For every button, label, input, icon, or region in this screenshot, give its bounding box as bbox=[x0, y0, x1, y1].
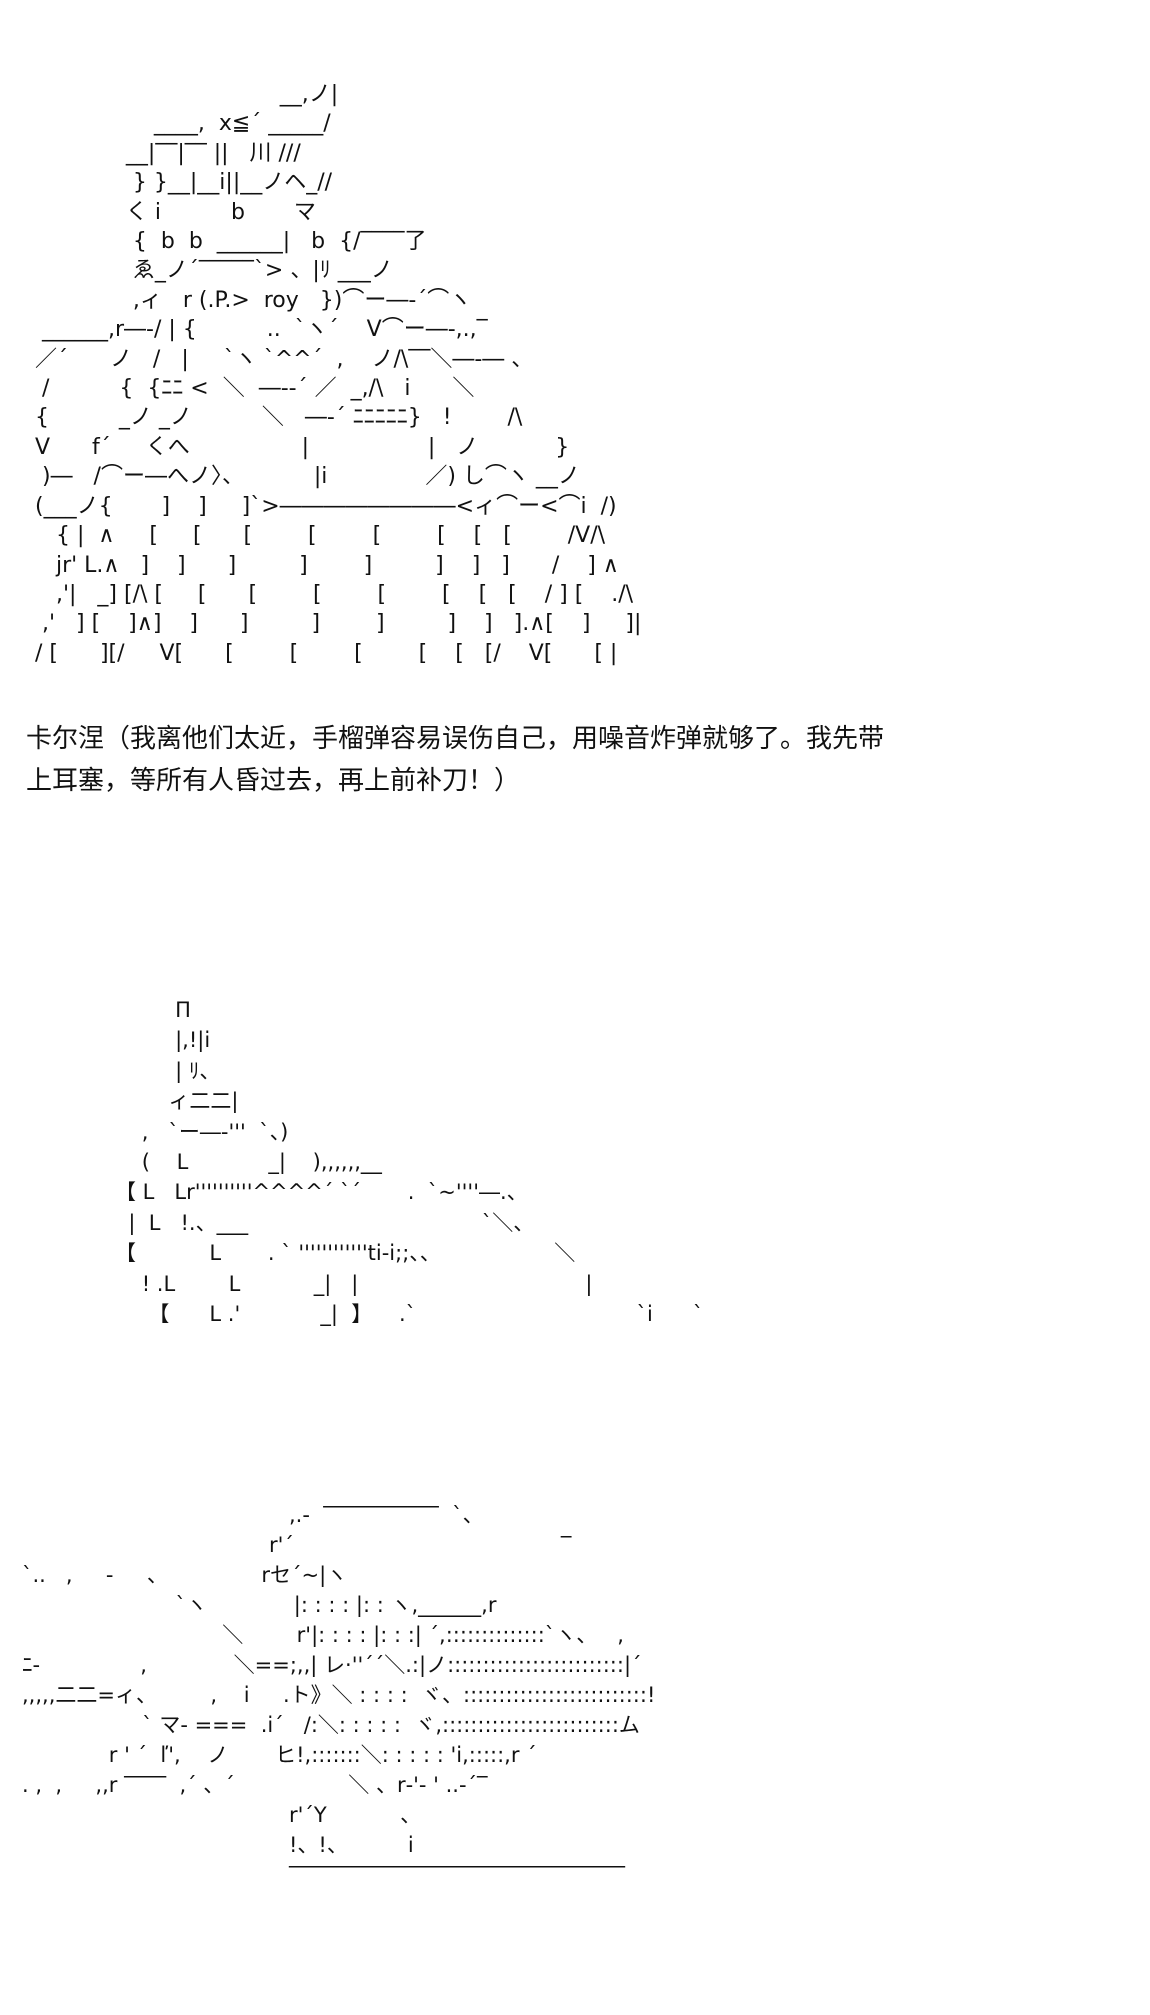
art-line: ` マ‐ === .i´ /:＼: : : : : ヾ,::::::::::::… bbox=[22, 1713, 640, 1737]
art-line: ( L _| ),,,,,,__ bbox=[115, 1150, 382, 1175]
art-line: ゑ_ノ´‾‾‾‾‾`> 、|ﾘ ___ノ bbox=[28, 258, 393, 284]
art-line: ィ二二| bbox=[115, 1089, 239, 1114]
art-line: . , , ,,r ‾‾‾‾ ,´ 、´ ＼ 、r‐'‐ ' ..‐´‾ bbox=[22, 1773, 488, 1797]
art-line: jr' L.∧ ] ] ] ] ] ] ] ] / ] ∧ bbox=[28, 552, 619, 578]
dialogue-caption: 卡尔涅（我离他们太近，手榴弹容易误伤自己，用噪音炸弹就够了。我先带 上耳塞，等所… bbox=[26, 718, 1126, 802]
art-line: `.. , ‐ 、 rセ´~|ヽ bbox=[22, 1563, 348, 1587]
art-line: | ﾘ、 bbox=[115, 1058, 221, 1083]
art-line: | L !.、___ `＼、 bbox=[115, 1210, 535, 1235]
art-line: П bbox=[115, 998, 191, 1022]
art-line: , `ー―‐''' `、) bbox=[115, 1119, 289, 1144]
art-line: |,!|i bbox=[115, 1028, 211, 1053]
art-line: ,,,,,二二=ィ、 , i .ト》＼ : : : : ヾ、::::::::::… bbox=[22, 1683, 656, 1707]
art-line: ,.- ‾‾‾‾‾‾‾‾‾‾‾ `、 bbox=[22, 1503, 484, 1527]
art-line: / { {ﾆﾆ < ＼ ―‐‐´ ／ _,/\ i ＼ bbox=[28, 376, 475, 402]
art-line: `ヽ |: : : : |: : ヽ,______,r bbox=[22, 1593, 497, 1617]
art-line: r ' ´ ľ', ノ ヒ!,:::::::＼: : : : : 'i,::::… bbox=[22, 1743, 537, 1767]
ascii-art-explosion-scene: ,.- ‾‾‾‾‾‾‾‾‾‾‾ `、 r'´ ‾ `.. , ‐ 、 rセ´~|ヽ… bbox=[22, 1500, 655, 1890]
art-line: r'´ ‾ bbox=[22, 1533, 572, 1557]
art-line: (___ノ{ ] ] ]`>――――――――<ィ⌒ー<⌒i /) bbox=[28, 493, 617, 519]
art-line: ! .L L _| | | bbox=[115, 1271, 593, 1296]
art-line: r'´Y 、 bbox=[22, 1803, 422, 1827]
art-line: !、!、 i bbox=[22, 1833, 414, 1857]
art-line: V f´ くへ | | ノ } bbox=[28, 434, 570, 460]
art-line: ,' ] [ ]∧] ] ] ] ] ] ] ].∧[ ] ]| bbox=[28, 611, 642, 637]
art-line: く i b マ bbox=[28, 199, 316, 225]
art-line: ＼ r'|: : : : |: : :| ´,::::::::::::::`ヽ、… bbox=[22, 1623, 624, 1647]
art-line: ﾆ- , ＼==;,,| レ·''´´＼.:|ノ::::::::::::::::… bbox=[22, 1653, 642, 1677]
art-line: ____, x≦´ _____/ bbox=[28, 111, 331, 137]
art-line: __,ノ| bbox=[28, 82, 339, 107]
art-line: { b b ______| b {/‾‾‾‾了 bbox=[28, 229, 427, 255]
art-line: )― /⌒ー―へノ〉、 |i ／) し⌒ヽ __ノ bbox=[28, 464, 580, 490]
art-line: { | ∧ [ [ [ [ [ [ [ [ /V/\ bbox=[28, 523, 606, 549]
art-line: ______,r―‐/ | { .. `ヽ´ V⌒ー―‐,.,‾ bbox=[28, 317, 488, 343]
caption-line-2: 上耳塞，等所有人昏过去，再上前补刀！） bbox=[26, 766, 521, 796]
art-line: 【 L . ` ''''''''''''ti‐i;;、、 ＼ bbox=[115, 1241, 576, 1266]
art-line: ／´ ノ / | `ヽ `^^´ , ノ/\‾‾＼―‐― 、 bbox=[28, 346, 534, 372]
art-line: } }__|__i||__ノヘ_// bbox=[28, 170, 333, 196]
art-line: ,ィ r (.P.> roy })⌒ー―‐´⌒ヽ bbox=[28, 287, 472, 313]
art-line: ,'| _] [/\ [ [ [ [ [ [ [ [ / ] [ ./\ bbox=[28, 581, 634, 607]
caption-line-1: 卡尔涅（我离他们太近，手榴弹容易误伤自己，用噪音炸弹就够了。我先带 bbox=[26, 724, 885, 754]
ascii-art-grenade: П |,!|i | ﾘ、 ィ二二| , `ー―‐''' `、) ( L _| )… bbox=[115, 995, 703, 1329]
art-line: 【 L .' _| 】 .` `i ` bbox=[115, 1302, 704, 1327]
ascii-art-character-closeup: __,ノ| ____, x≦´ _____/ __|‾‾|‾‾ || 川 ///… bbox=[28, 80, 641, 668]
art-line: __|‾‾|‾‾ || 川 /// bbox=[28, 140, 301, 166]
art-line: 【 L Lr''''''''''^^^^´ `´ . `~''''―.、 bbox=[115, 1180, 528, 1205]
art-line: / [ ][/ V[ [ [ [ [ [ [/ V[ [ | bbox=[28, 640, 618, 666]
art-line: { _ノ _ノ ＼ ―‐´ ﾆﾆﾆﾆﾆ} ! /\ bbox=[28, 405, 523, 431]
art-line: ‾‾‾‾‾‾‾‾‾‾‾‾‾‾‾‾‾‾‾‾‾‾‾‾‾‾‾‾‾‾‾‾ bbox=[22, 1863, 626, 1887]
